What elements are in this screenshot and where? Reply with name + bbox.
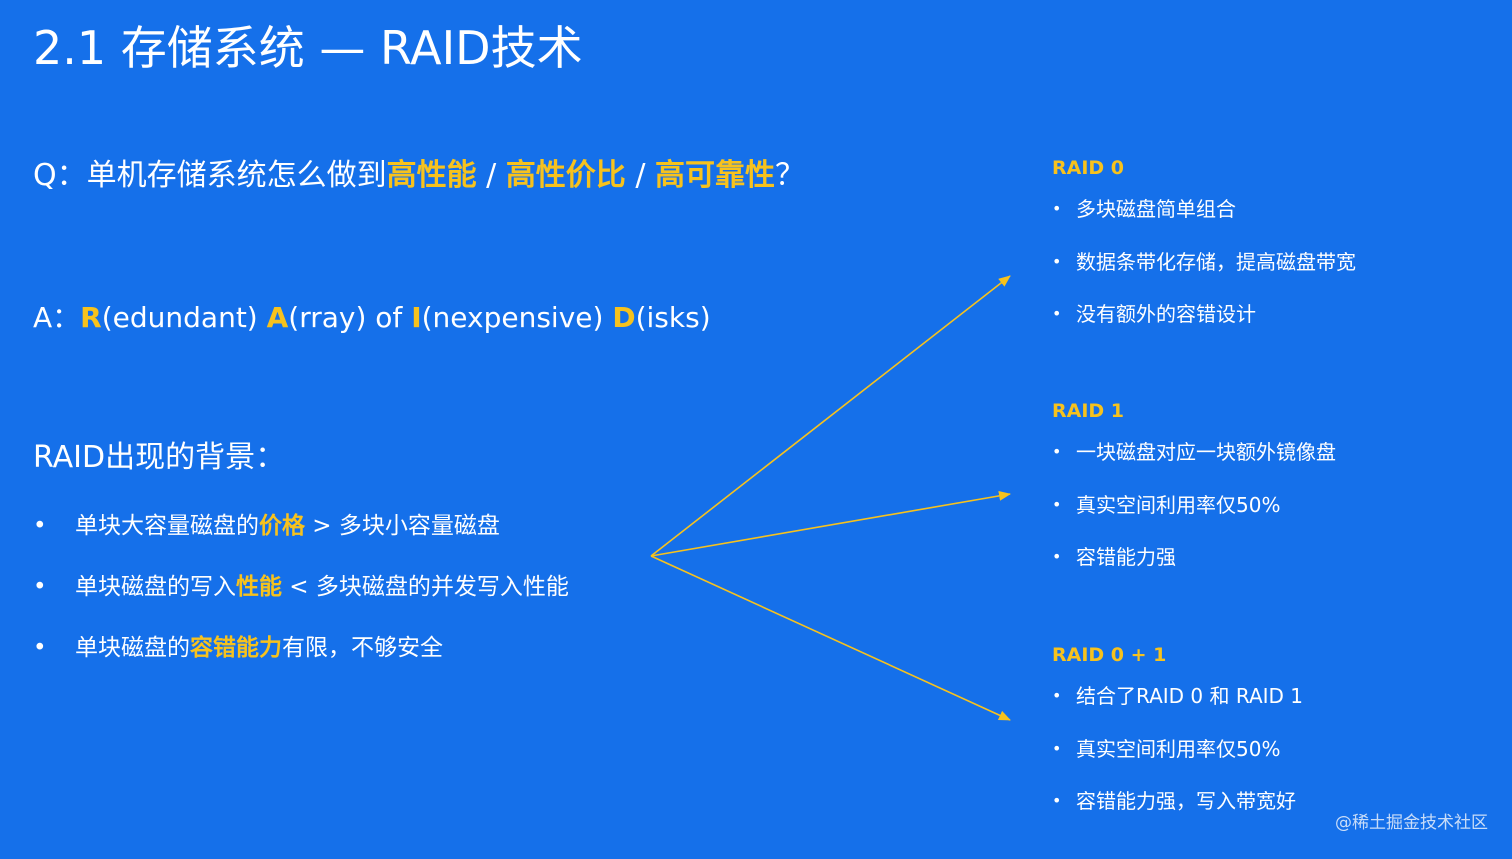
answer-word-array: (rray) of: [288, 301, 412, 334]
item-text: 没有额外的容错设计: [1076, 302, 1256, 326]
raid01-block: RAID 0 + 1 • 结合了RAID 0 和 RAID 1 • 真实空间利用率仅…: [1052, 641, 1303, 837]
answer-word-inexpensive: (nexpensive): [421, 301, 613, 334]
raid01-list: • 结合了RAID 0 和 RAID 1 • 真实空间利用率仅50% • 容错能力强，…: [1052, 679, 1303, 837]
question-highlight-performance: 高性能: [386, 158, 477, 193]
raid1-title: RAID 1: [1052, 400, 1125, 422]
question-line: Q：单机存储系统怎么做到高性能 / 高性价比 / 高可靠性？: [33, 154, 805, 198]
item-text: 多块磁盘简单组合: [1076, 197, 1236, 221]
answer-prefix: A：: [33, 301, 81, 334]
bullet: •: [1052, 686, 1062, 705]
item-highlight: 性能: [236, 574, 282, 600]
item-text: 容错能力强: [1076, 545, 1176, 569]
list-item: • 容错能力强: [1052, 540, 1336, 593]
item-text: < 多块磁盘的并发写入性能: [282, 574, 569, 600]
bullet: •: [1052, 199, 1062, 218]
background-list: • 单块大容量磁盘的价格 > 多块小容量磁盘 • 单块磁盘的写入性能 < 多块磁盘的…: [33, 504, 569, 687]
list-item: • 结合了RAID 0 和 RAID 1: [1052, 679, 1303, 732]
arrow-to-raid01: [650, 555, 1011, 721]
answer-word-disks: (isks): [635, 301, 711, 334]
bullet: •: [1052, 251, 1062, 271]
list-item: • 单块磁盘的容错能力有限，不够安全: [33, 626, 569, 687]
bullet: •: [1052, 738, 1062, 758]
background-heading: RAID出现的背景：: [33, 440, 286, 475]
list-item: • 真实空间利用率仅50%: [1052, 732, 1303, 785]
bullet: •: [1052, 442, 1062, 461]
item-text: 数据条带化存储，提高磁盘带宽: [1076, 249, 1356, 274]
answer-letter-r: R: [80, 301, 102, 334]
raid0-block: RAID 0 • 多块磁盘简单组合 • 数据条带化存储，提高磁盘带宽 • 没有额外的容…: [1052, 154, 1356, 350]
item-text: 有限，不够安全: [282, 635, 443, 661]
raid0-list: • 多块磁盘简单组合 • 数据条带化存储，提高磁盘带宽 • 没有额外的容错设计: [1052, 192, 1356, 350]
list-item: • 没有额外的容错设计: [1052, 297, 1356, 350]
item-text: 单块大容量磁盘的: [75, 513, 259, 539]
list-item: • 单块磁盘的写入性能 < 多块磁盘的并发写入性能: [33, 565, 569, 626]
answer-letter-i: I: [411, 301, 422, 334]
answer-letter-d: D: [612, 301, 636, 334]
list-item: • 容错能力强，写入带宽好: [1052, 784, 1303, 837]
item-text: 容错能力强，写入带宽好: [1076, 789, 1296, 813]
item-highlight: 容错能力: [190, 635, 282, 661]
question-separator: /: [625, 158, 655, 193]
item-text: 结合了RAID 0 和 RAID 1: [1076, 684, 1304, 708]
watermark: @稀土掘金技术社区: [1335, 813, 1488, 833]
list-item: • 单块大容量磁盘的价格 > 多块小容量磁盘: [33, 504, 569, 565]
list-item: • 数据条带化存储，提高磁盘带宽: [1052, 245, 1356, 298]
raid0-title: RAID 0: [1052, 157, 1125, 179]
bullet: •: [1052, 547, 1062, 566]
answer-line: A：R(edundant) A(rray) of I(nexpensive) D…: [33, 296, 711, 340]
item-text: 单块磁盘的写入: [75, 574, 236, 600]
list-item: • 一块磁盘对应一块额外镜像盘: [1052, 435, 1336, 488]
list-item: • 真实空间利用率仅50%: [1052, 488, 1336, 541]
item-text: 一块磁盘对应一块额外镜像盘: [1076, 440, 1336, 464]
item-highlight: 价格: [259, 513, 305, 539]
item-text: 单块磁盘的: [75, 635, 190, 661]
arrow-to-raid1: [650, 490, 1011, 557]
bullet: •: [33, 513, 47, 539]
bullet: •: [1052, 791, 1062, 810]
question-prefix: Q：单机存储系统怎么做到: [33, 158, 387, 193]
question-highlight-reliability: 高可靠性: [655, 158, 775, 193]
raid01-title: RAID 0 + 1: [1052, 644, 1167, 666]
item-text: 真实空间利用率仅50%: [1076, 736, 1281, 761]
slide-title: 2.1 存储系统 — RAID技术: [33, 21, 583, 75]
answer-word-redundant: (edundant): [101, 301, 267, 334]
bullet: •: [33, 635, 47, 661]
question-separator: /: [476, 158, 506, 193]
answer-letter-a: A: [266, 301, 289, 334]
raid1-list: • 一块磁盘对应一块额外镜像盘 • 真实空间利用率仅50% • 容错能力强: [1052, 435, 1336, 593]
list-item: • 多块磁盘简单组合: [1052, 192, 1356, 245]
item-text: > 多块小容量磁盘: [305, 513, 500, 539]
item-text: 真实空间利用率仅50%: [1076, 492, 1281, 517]
bullet: •: [1052, 494, 1062, 514]
question-suffix: ？: [775, 158, 805, 193]
question-highlight-cost: 高性价比: [505, 158, 626, 193]
raid1-block: RAID 1 • 一块磁盘对应一块额外镜像盘 • 真实空间利用率仅50% • 容错能力…: [1052, 397, 1336, 593]
bullet: •: [1052, 304, 1062, 323]
bullet: •: [33, 574, 47, 600]
